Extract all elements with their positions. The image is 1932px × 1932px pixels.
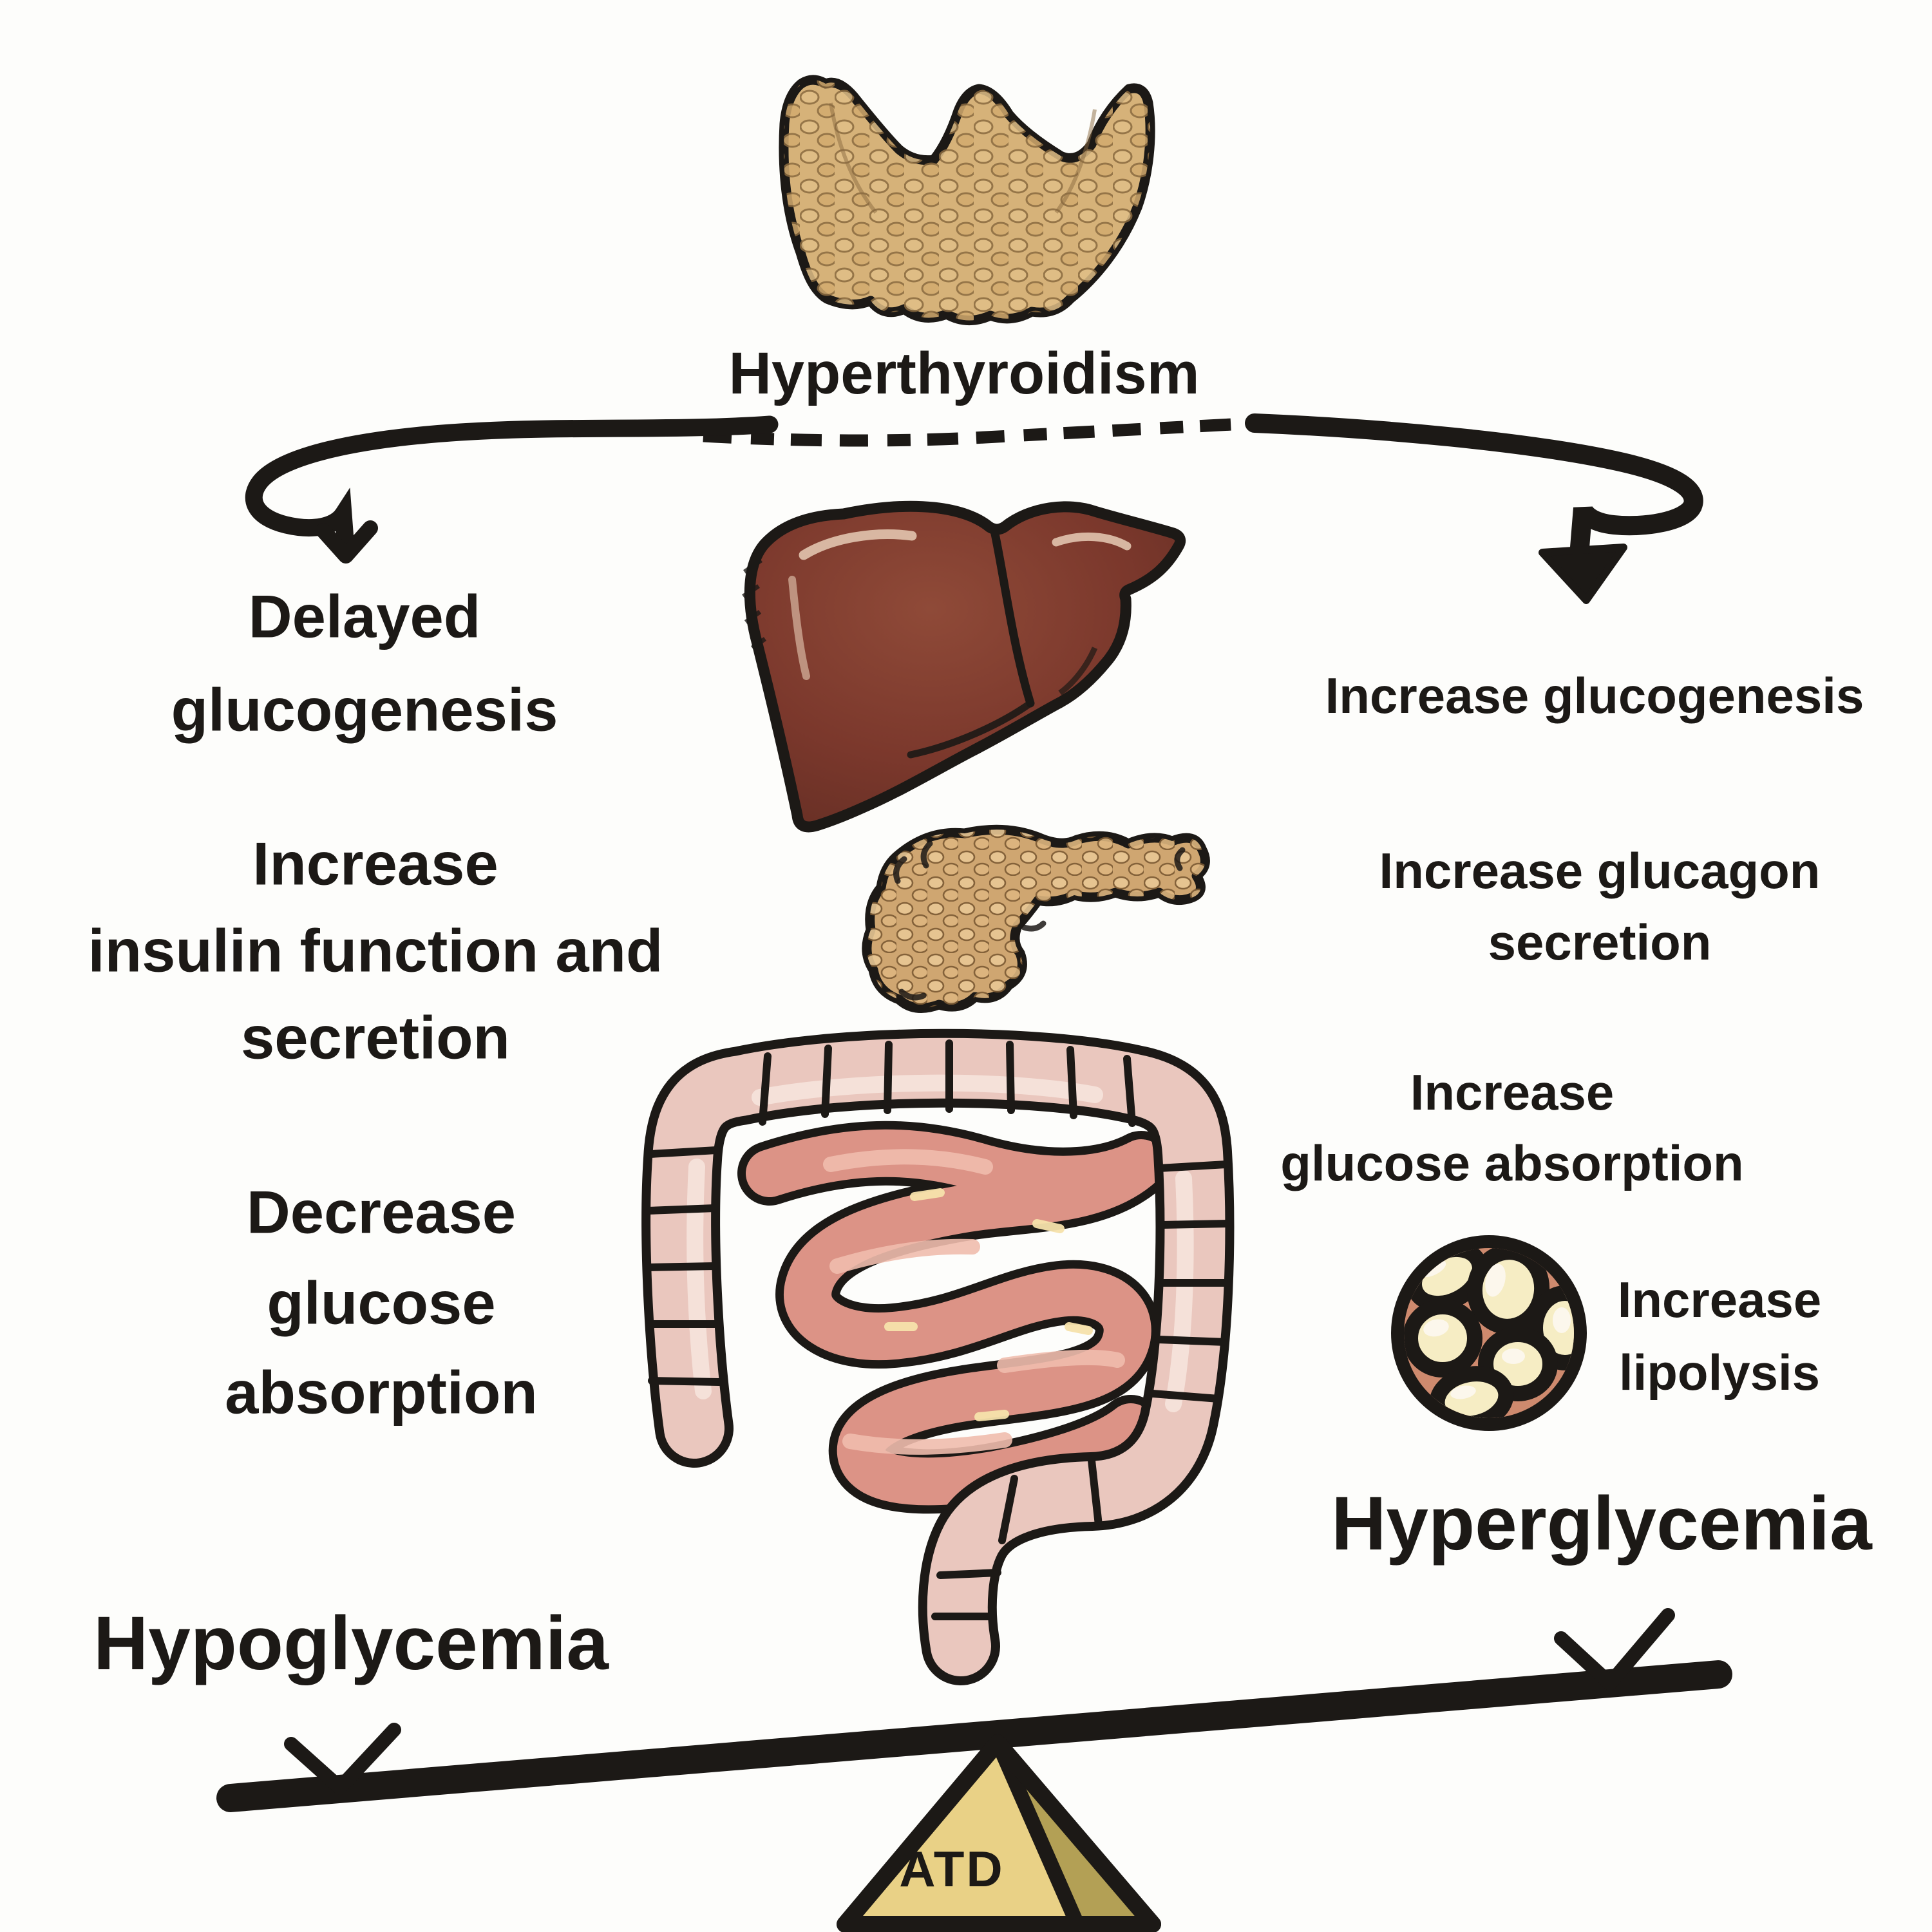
left-effect-1-line-2: glucogenesis [171, 676, 558, 744]
left-arrowhead-icon [316, 520, 378, 564]
right-effect-2-line-2: secretion [1488, 914, 1712, 971]
right-effect-2-line-1: Increase glucagon [1379, 842, 1821, 899]
left-effect-3-line-1: Decrease [247, 1179, 516, 1246]
right-effect-4-line-2: lipolysis [1619, 1344, 1820, 1401]
seesaw-fulcrum: ATD [837, 1734, 1161, 1932]
left-effect-3-line-3: absorption [225, 1359, 538, 1426]
left-effect-3-line-2: glucose [267, 1269, 495, 1337]
right-arrowhead-icon [1539, 544, 1627, 604]
left-effect-2-line-1: Increase [252, 830, 498, 898]
intestines-icon [641, 1028, 1235, 1685]
left-branch-arrow [245, 415, 779, 564]
left-outcome-label: Hypoglycemia [93, 1601, 609, 1686]
pancreas-icon [862, 824, 1210, 1013]
right-effect-3-line-2: glucose absorption [1280, 1135, 1743, 1191]
right-effect-3-line-1: Increase [1410, 1064, 1615, 1121]
left-effect-2-line-3: secretion [241, 1004, 510, 1072]
balance-seesaw: ATD [216, 1608, 1732, 1932]
left-effect-1-line-1: Delayed [249, 583, 481, 650]
liver-icon [742, 500, 1186, 833]
diagram-title: Hyperthyroidism [728, 341, 1199, 406]
fulcrum-label: ATD [899, 1841, 1005, 1897]
right-effect-1-line-1: Increase glucogenesis [1325, 667, 1864, 724]
seesaw-beam [216, 1660, 1732, 1812]
right-branch-arrow [1245, 413, 1703, 604]
adipose-cell-icon [1391, 1235, 1587, 1431]
right-effect-4-line-1: Increase [1618, 1271, 1822, 1328]
right-weight-arrow-icon [1554, 1608, 1675, 1690]
thyroid-icon [779, 75, 1155, 326]
left-weight-arrow-icon [284, 1723, 401, 1795]
right-outcome-label: Hyperglycemia [1331, 1481, 1873, 1566]
left-effect-2-line-2: insulin function and [88, 917, 663, 985]
dashed-connector-line [703, 417, 1258, 447]
